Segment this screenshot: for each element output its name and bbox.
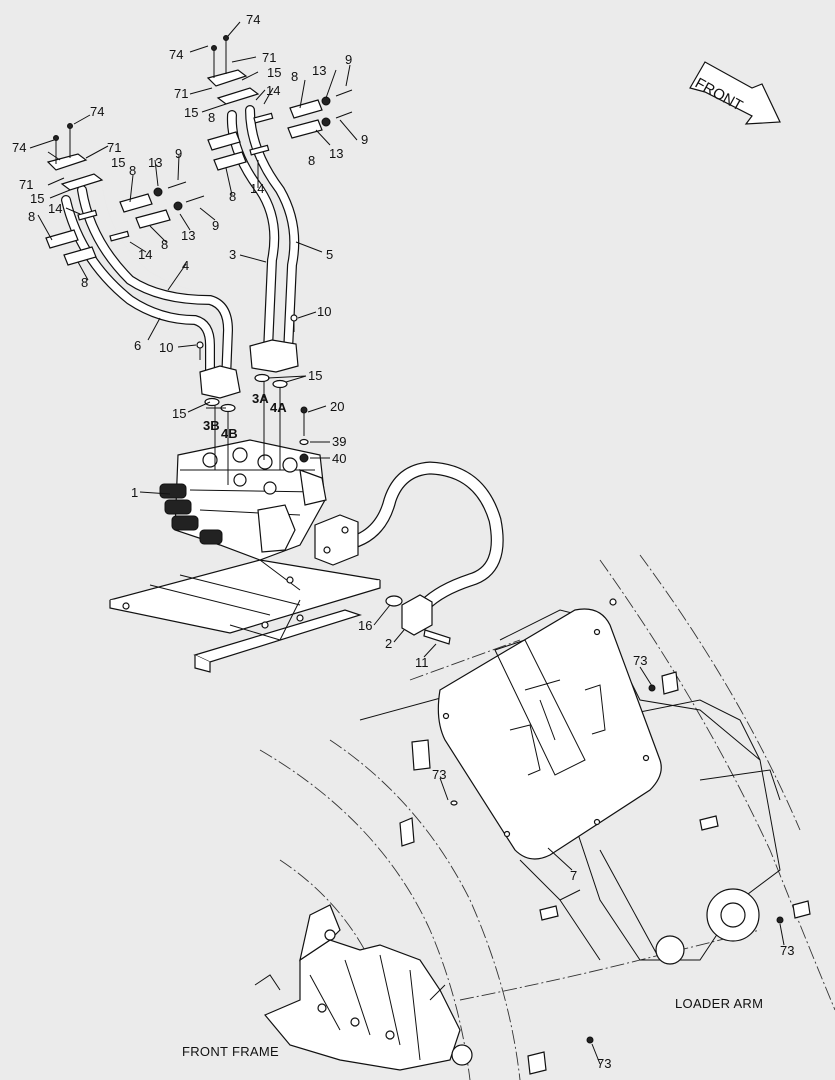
callout-73: 73 — [432, 767, 446, 782]
valve-fasteners — [299, 406, 784, 1044]
callout-8: 8 — [81, 275, 88, 290]
callout-71: 71 — [107, 140, 121, 155]
callout-6: 6 — [134, 338, 141, 353]
callout-15: 15 — [172, 406, 186, 421]
callout-3: 3 — [229, 247, 236, 262]
callout-3b: 3B — [203, 418, 220, 433]
callout-74: 74 — [169, 47, 183, 62]
callout-8: 8 — [208, 110, 215, 125]
callout-74: 74 — [246, 12, 260, 27]
front-arrow: FRONT — [689, 61, 781, 125]
cover-plate — [399, 598, 811, 1075]
callout-8: 8 — [291, 69, 298, 84]
upper-left-flange-set — [45, 123, 205, 266]
loader-arm-caption: LOADER ARM — [675, 996, 763, 1011]
front-frame-caption: FRONT FRAME — [182, 1044, 279, 1059]
callout-5: 5 — [326, 247, 333, 262]
callout-8: 8 — [129, 163, 136, 178]
callout-15: 15 — [267, 65, 281, 80]
valve-support-frame — [109, 559, 381, 673]
callout-8: 8 — [229, 189, 236, 204]
callout-73: 73 — [597, 1056, 611, 1071]
callout-1: 1 — [131, 485, 138, 500]
callout-4: 4 — [182, 258, 189, 273]
callout-15: 15 — [308, 368, 322, 383]
loader-arm-outline — [259, 554, 835, 1080]
callout-8: 8 — [28, 209, 35, 224]
callout-9: 9 — [361, 132, 368, 147]
callout-71: 71 — [19, 177, 33, 192]
callout-71: 71 — [262, 50, 276, 65]
callout-13: 13 — [181, 228, 195, 243]
callout-9: 9 — [345, 52, 352, 67]
callout-74: 74 — [12, 140, 26, 155]
callout-8: 8 — [308, 153, 315, 168]
callout-73: 73 — [633, 653, 647, 668]
control-valve — [159, 439, 327, 561]
callout-40: 40 — [332, 451, 346, 466]
callout-15: 15 — [184, 105, 198, 120]
upper-right-flange-set — [206, 35, 353, 171]
callout-74: 74 — [90, 104, 104, 119]
callout-labels: 74 74 71 15 71 15 14 8 13 9 8 9 8 13 14 … — [12, 12, 794, 1071]
callout-4a: 4A — [270, 400, 287, 415]
callout-9: 9 — [212, 218, 219, 233]
callout-14: 14 — [266, 83, 280, 98]
hydraulic-lines — [61, 105, 300, 485]
callout-39: 39 — [332, 434, 346, 449]
return-pipe — [314, 461, 504, 645]
callout-20: 20 — [330, 399, 344, 414]
callout-14: 14 — [250, 181, 264, 196]
callout-73: 73 — [780, 943, 794, 958]
callout-10: 10 — [317, 304, 331, 319]
callout-13: 13 — [148, 155, 162, 170]
leader-lines — [29, 21, 785, 1065]
callout-71: 71 — [174, 86, 188, 101]
callout-11: 11 — [415, 655, 429, 670]
callout-10: 10 — [159, 340, 173, 355]
callout-9: 9 — [175, 146, 182, 161]
front-frame-outline — [254, 904, 473, 1071]
callout-14: 14 — [138, 247, 152, 262]
callout-2: 2 — [385, 636, 392, 651]
callout-15: 15 — [30, 191, 44, 206]
callout-8: 8 — [161, 237, 168, 252]
callout-7: 7 — [570, 868, 577, 883]
callout-13: 13 — [312, 63, 326, 78]
callout-14: 14 — [48, 201, 62, 216]
callout-3a: 3A — [252, 391, 269, 406]
callout-16: 16 — [358, 618, 372, 633]
callout-4b: 4B — [221, 426, 238, 441]
callout-13: 13 — [329, 146, 343, 161]
callout-15: 15 — [111, 155, 125, 170]
